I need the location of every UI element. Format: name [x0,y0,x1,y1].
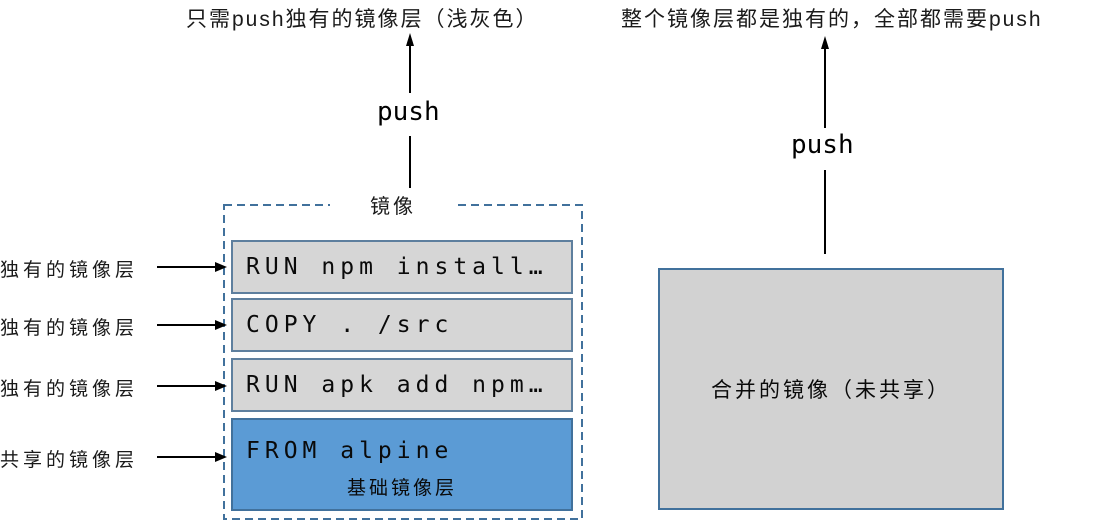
push-label-left: push [377,97,440,127]
layer-text: FROM alpine [246,438,454,464]
image-box-title: 镜像 [330,190,456,219]
side-label-unique-1: 独有的镜像层 [0,260,139,281]
merged-image-box: 合并的镜像（未共享） [658,268,1004,510]
arrow-line [824,170,826,254]
layer-copy-src: COPY . /src [231,298,573,352]
base-layer-label: 基础镜像层 [346,478,457,499]
layer-run-npm-install: RUN npm install… [231,240,573,294]
up-arrow-icon [406,33,414,93]
push-label-right: push [791,130,854,160]
caption-unique-layers: 只需push独有的镜像层（浅灰色） [186,8,539,31]
right-arrow-icon [157,320,227,330]
side-label-unique-2: 独有的镜像层 [0,318,139,339]
right-arrow-icon [157,452,227,462]
arrow-line [409,136,411,188]
layer-from-alpine: FROM alpine 基础镜像层 [231,418,573,511]
side-label-shared: 共享的镜像层 [0,450,139,471]
up-arrow-icon [821,36,829,128]
merged-image-label: 合并的镜像（未共享） [711,379,951,402]
layer-text: RUN apk add npm… [246,372,548,398]
layer-text: COPY . /src [246,312,454,338]
right-arrow-icon [157,381,227,391]
layer-text: RUN npm install… [246,254,548,280]
side-label-unique-3: 独有的镜像层 [0,379,139,400]
right-arrow-icon [157,262,227,272]
layer-run-apk-add: RUN apk add npm… [231,358,573,412]
caption-merged-layers: 整个镜像层都是独有的，全部都需要push [621,8,1043,31]
